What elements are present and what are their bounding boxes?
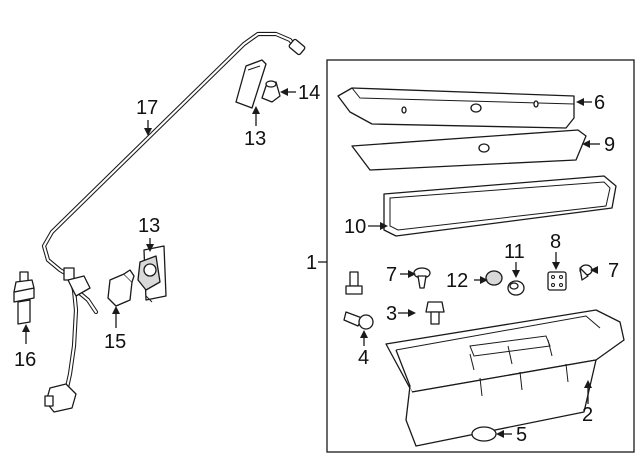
bumper [507, 280, 525, 296]
push-pin-right [579, 264, 593, 281]
harness-top-connector [288, 38, 306, 56]
callout-4: 4 [358, 347, 369, 369]
callout-15: 15 [104, 331, 126, 353]
flange-bolt [425, 301, 445, 325]
callout-6: 6 [594, 92, 605, 114]
callout-7-right: 7 [608, 260, 619, 282]
bulb [261, 80, 281, 103]
callout-10: 10 [344, 216, 366, 238]
callout-5: 5 [516, 424, 527, 446]
assembly-frame [326, 59, 635, 453]
callout-8: 8 [550, 231, 561, 253]
push-pin-left [413, 267, 431, 289]
plug [485, 270, 503, 286]
harness-clip [63, 267, 75, 281]
callout-17: 17 [136, 97, 158, 119]
callout-3: 3 [386, 303, 397, 325]
callout-16: 16 [14, 349, 36, 371]
lower-trim-panel [351, 129, 587, 171]
small-bolt [345, 271, 363, 295]
harness-bottom-plug [44, 395, 54, 407]
callout-13-lower: 13 [138, 215, 160, 237]
callout-9: 9 [604, 134, 615, 156]
callout-2: 2 [582, 404, 593, 426]
lamp-socket-upper [235, 59, 267, 109]
bracket [547, 271, 567, 291]
callout-11: 11 [504, 241, 525, 263]
leader-lines [22, 88, 600, 438]
callout-14: 14 [298, 82, 320, 104]
long-bolt [343, 311, 374, 330]
callout-7-left: 7 [386, 264, 397, 286]
lamp-housing [137, 245, 167, 303]
gasket-seal [383, 175, 617, 237]
striker [13, 271, 35, 325]
wiring-harness [41, 31, 306, 413]
cap [471, 426, 497, 442]
storage-bin [385, 309, 625, 447]
harness-branch-connector [67, 275, 91, 297]
upper-trim-panel [337, 87, 575, 129]
switch [107, 269, 135, 307]
callout-13-upper: 13 [244, 128, 266, 150]
callout-1: 1 [306, 252, 317, 274]
callout-12: 12 [446, 270, 468, 292]
